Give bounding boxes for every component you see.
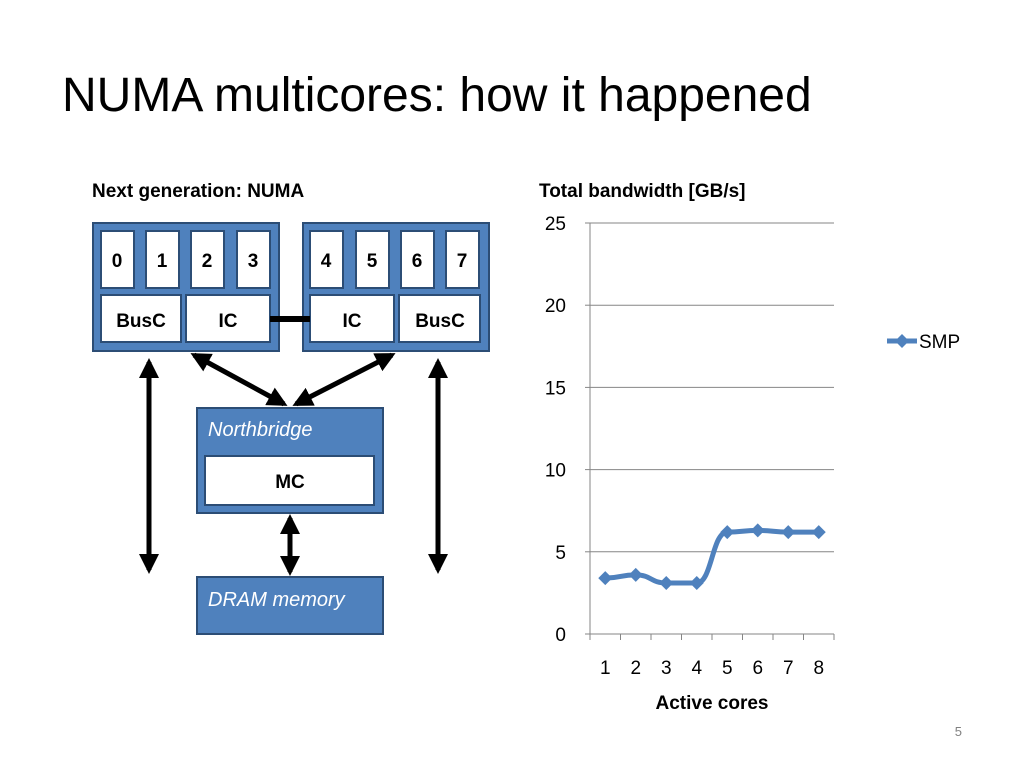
y-tick-label: 10 xyxy=(545,461,566,482)
diagram-heading: Next generation: NUMA xyxy=(92,181,305,202)
northbridge-block: Northbridge MC xyxy=(196,407,384,514)
busc-box-left: BusC xyxy=(100,294,182,343)
x-tick-label: 6 xyxy=(752,658,763,679)
x-tick-label: 8 xyxy=(813,658,824,679)
data-point xyxy=(781,525,796,540)
x-tick-label: 7 xyxy=(783,658,794,679)
ic-label: IC xyxy=(343,311,362,332)
mc-label: MC xyxy=(275,472,305,493)
x-tick-label: 1 xyxy=(600,658,611,679)
socket-right: 4 5 6 7 IC BusC xyxy=(302,222,490,352)
data-point xyxy=(689,576,704,591)
core-label: 4 xyxy=(321,251,332,272)
core-label: 0 xyxy=(112,251,123,272)
core-label: 7 xyxy=(457,251,468,272)
data-point xyxy=(720,525,735,540)
busc-label: BusC xyxy=(116,311,166,332)
data-point xyxy=(659,576,674,591)
core-label: 3 xyxy=(248,251,259,272)
data-point xyxy=(628,567,643,582)
x-axis-label: Active cores xyxy=(655,693,768,714)
data-point xyxy=(811,525,826,540)
chart-title: Total bandwidth [GB/s] xyxy=(539,181,746,202)
data-point xyxy=(750,523,765,538)
core-box: 3 xyxy=(236,230,271,289)
ic-label: IC xyxy=(219,311,238,332)
dram-label: DRAM memory xyxy=(208,589,346,611)
core-label: 2 xyxy=(202,251,213,272)
y-tick-label: 20 xyxy=(545,296,566,317)
legend-label: SMP xyxy=(919,332,960,353)
core-box: 1 xyxy=(145,230,180,289)
northbridge-label: Northbridge xyxy=(208,419,313,441)
core-label: 6 xyxy=(412,251,423,272)
ic-box-right: IC xyxy=(309,294,395,343)
y-tick-label: 0 xyxy=(555,625,566,646)
numa-diagram: 0 1 2 3 BusC IC 4 5 xyxy=(92,222,490,635)
arrow-ic-right-northbridge xyxy=(292,352,396,407)
core-label: 5 xyxy=(367,251,378,272)
busc-box-right: BusC xyxy=(398,294,481,343)
core-box: 4 xyxy=(309,230,344,289)
core-box: 0 xyxy=(100,230,135,289)
x-tick-label: 2 xyxy=(630,658,641,679)
legend-marker xyxy=(895,334,909,348)
y-tick-label: 15 xyxy=(545,378,566,399)
mc-box: MC xyxy=(204,455,375,506)
slide-title: NUMA multicores: how it happened xyxy=(62,69,812,122)
page-number: 5 xyxy=(954,724,962,739)
y-tick-label: 5 xyxy=(555,543,566,564)
core-box: 5 xyxy=(355,230,390,289)
x-tick-label: 3 xyxy=(661,658,672,679)
dram-block: DRAM memory xyxy=(196,576,384,635)
core-label: 1 xyxy=(157,251,168,272)
x-tick-label: 4 xyxy=(691,658,702,679)
data-point xyxy=(598,571,613,586)
core-box: 7 xyxy=(445,230,480,289)
arrow-ic-left-northbridge xyxy=(190,352,288,407)
x-tick-label: 5 xyxy=(722,658,733,679)
busc-label: BusC xyxy=(415,311,465,332)
y-tick-label: 25 xyxy=(545,214,566,235)
core-box: 6 xyxy=(400,230,435,289)
core-box: 2 xyxy=(190,230,225,289)
